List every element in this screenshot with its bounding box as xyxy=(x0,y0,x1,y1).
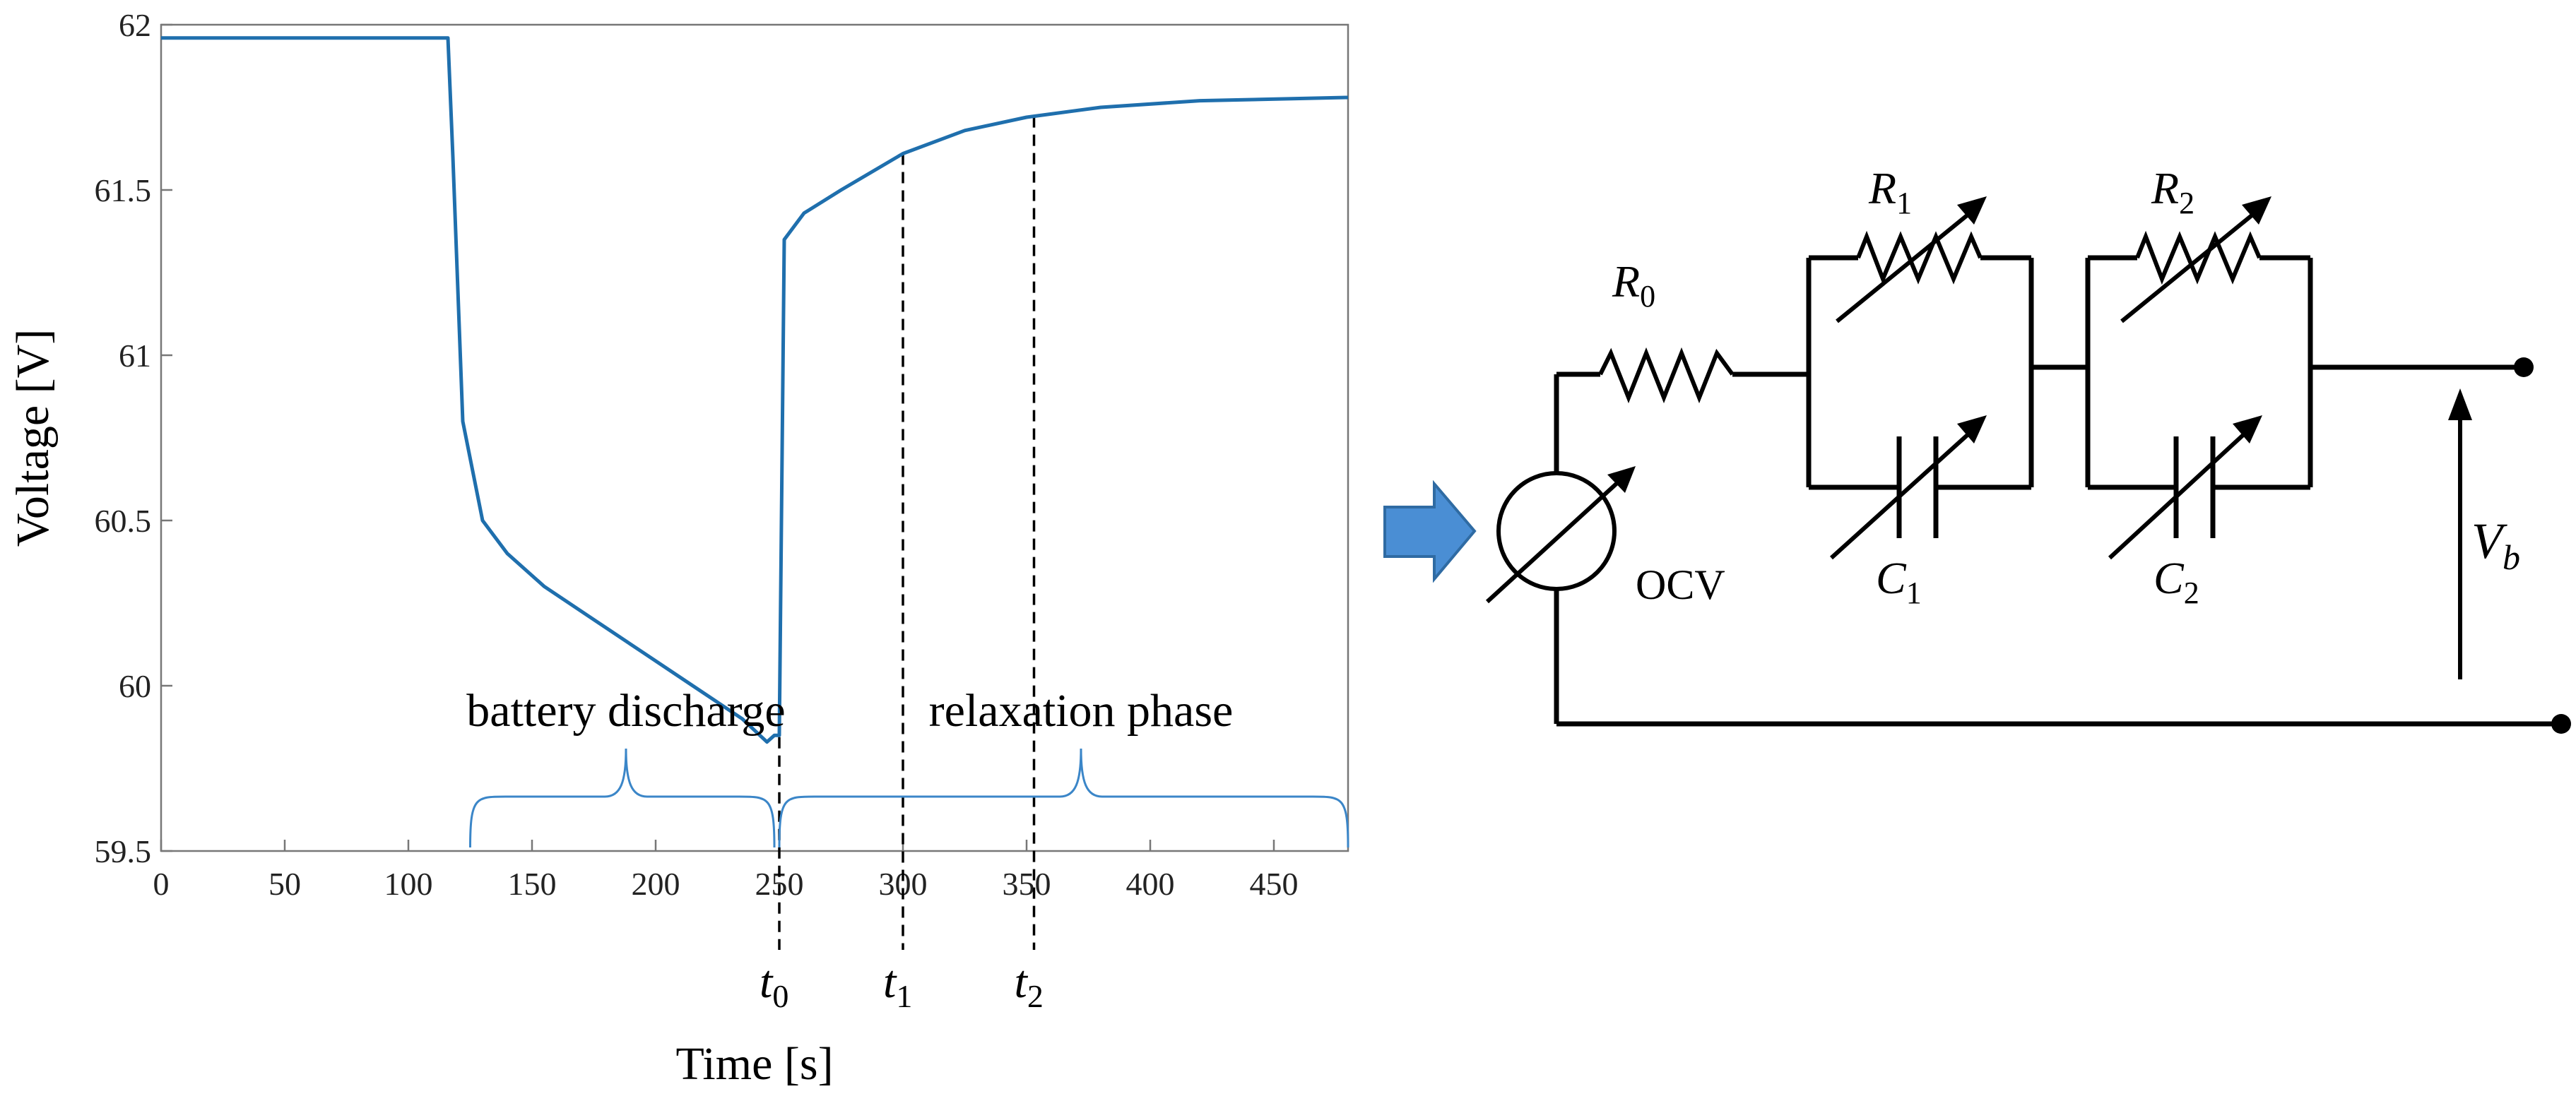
rc-block-1 xyxy=(1806,196,2034,560)
time-marker-labels: t0 t1 t2 xyxy=(760,956,1044,1014)
x-tick-label: 400 xyxy=(1126,866,1175,902)
label-vb: Vb xyxy=(2471,513,2520,577)
x-tick-label: 0 xyxy=(153,866,170,902)
y-tick-label: 60 xyxy=(119,668,151,704)
time-marker-label: t0 xyxy=(760,956,788,1014)
x-tick-label: 50 xyxy=(268,866,301,902)
x-axis-label: Time [s] xyxy=(675,1038,833,1090)
label-r0: R0 xyxy=(1612,256,1655,314)
variable-resistor-r2-icon xyxy=(2135,230,2262,285)
phase-label: battery discharge xyxy=(466,685,785,737)
time-marker-label: t1 xyxy=(883,956,912,1014)
circuit-labels: R0 R1 R2 C1 C2 Vb OCV xyxy=(1612,163,2520,610)
vb-arrow-head-icon xyxy=(2448,388,2472,420)
variable-resistor-r1-icon xyxy=(1856,230,1983,285)
rc-block-2 xyxy=(2085,196,2313,560)
y-tick-label: 61 xyxy=(119,338,151,374)
y-tick-label: 61.5 xyxy=(95,172,152,208)
plot-frame xyxy=(160,23,1349,852)
time-markers xyxy=(778,116,1036,950)
phase-braces xyxy=(469,748,1349,848)
phase-label: relaxation phase xyxy=(929,685,1234,737)
label-r2: R2 xyxy=(2151,163,2194,220)
block-arrow-icon xyxy=(1383,480,1477,583)
x-tick-label: 150 xyxy=(508,866,557,902)
phase-brace xyxy=(469,748,776,848)
y-tick-label: 62 xyxy=(119,7,151,43)
equivalent-circuit xyxy=(1485,196,2571,734)
axis-ticks xyxy=(160,23,1275,852)
x-tick-label: 450 xyxy=(1250,866,1299,902)
terminal-bottom-icon xyxy=(2551,714,2571,734)
y-tick-label: 59.5 xyxy=(95,833,152,869)
voltage-series-line xyxy=(161,36,1349,744)
label-c1: C1 xyxy=(1876,553,1922,610)
time-marker-label: t2 xyxy=(1015,956,1044,1014)
x-tick-label: 100 xyxy=(384,866,433,902)
phase-labels: battery discharge relaxation phase xyxy=(466,685,1233,737)
y-tick-label: 60.5 xyxy=(95,503,152,539)
label-ocv: OCV xyxy=(1636,561,1725,608)
terminal-top-icon xyxy=(2514,357,2534,377)
y-axis-label: Voltage [V] xyxy=(7,329,59,547)
x-tick-label: 350 xyxy=(1003,866,1051,902)
label-r1: R1 xyxy=(1868,163,1912,220)
label-c2: C2 xyxy=(2153,553,2199,610)
ocv-source-icon xyxy=(1485,466,1636,604)
phase-brace xyxy=(778,748,1349,848)
resistor-r0-icon xyxy=(1598,347,1735,404)
x-tick-label: 200 xyxy=(632,866,680,902)
